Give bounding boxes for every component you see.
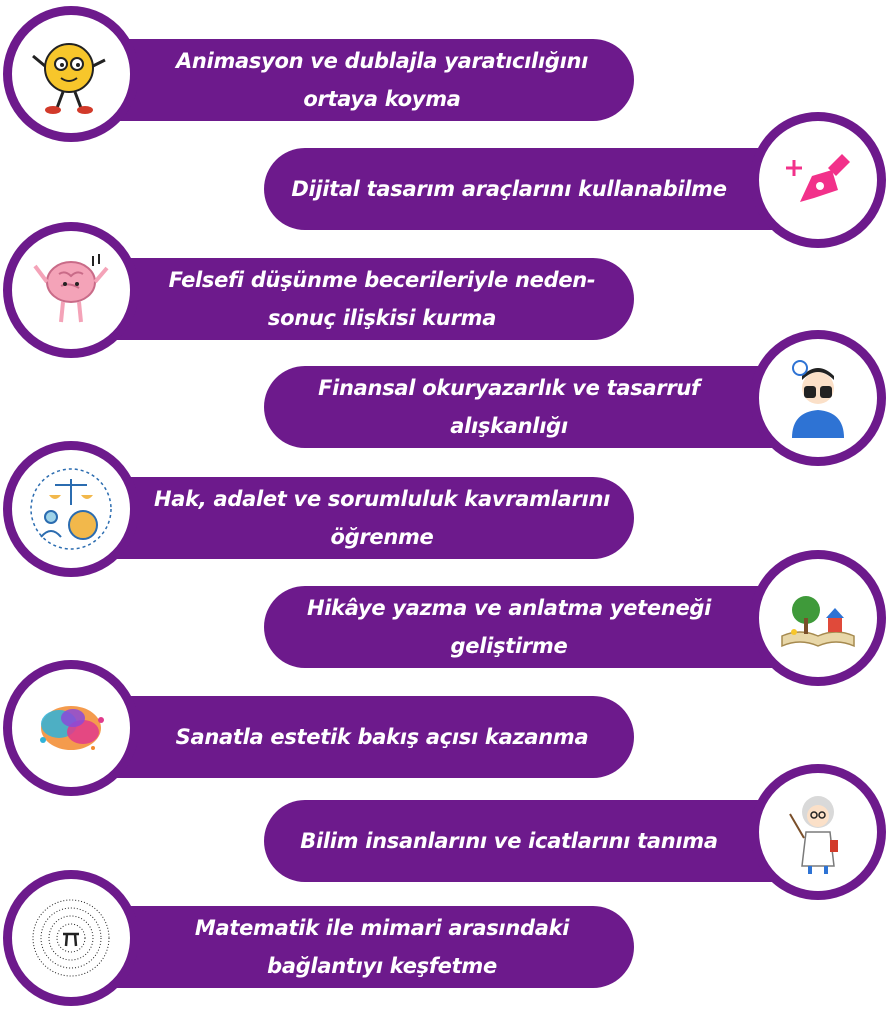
item-pill: Hak, adalet ve sorumluluk kavramlarını ö… (60, 477, 634, 559)
item-pill: Dijital tasarım araçlarını kullanabilme (264, 148, 824, 230)
item-icon-circle (750, 764, 886, 900)
storybook-icon (781, 596, 855, 648)
list-item: Finansal okuryazarlık ve tasarruf alışka… (0, 330, 893, 466)
item-icon-circle (750, 330, 886, 466)
item-text: Felsefi düşünme becerileriyle neden-sonu… (168, 268, 596, 330)
item-text: Sanatla estetik bakış açısı kazanma (175, 725, 589, 749)
list-item: Matematik ile mimari arasındaki bağlantı… (0, 870, 893, 1006)
scientist-icon (789, 796, 838, 874)
item-text: Animasyon ve dublajla yaratıcılığını ort… (175, 49, 589, 111)
pen-tool-icon (786, 154, 850, 202)
item-icon-circle (3, 870, 139, 1006)
item-pill: Felsefi düşünme becerileriyle neden-sonu… (60, 258, 634, 340)
item-text: Hak, adalet ve sorumluluk kavramlarını ö… (153, 487, 610, 549)
item-icon-circle (3, 441, 139, 577)
item-icon-circle (3, 222, 139, 358)
list-item: Felsefi düşünme becerileriyle neden-sonu… (0, 222, 893, 358)
item-text: Finansal okuryazarlık ve tasarruf alışka… (318, 376, 700, 438)
item-icon-circle (3, 660, 139, 796)
brain-character-icon (33, 254, 109, 323)
item-pill: Hikâye yazma ve anlatma yeteneği gelişti… (264, 586, 824, 668)
item-icon-circle (3, 6, 139, 142)
list-item: Dijital tasarım araçlarını kullanabilme (0, 112, 893, 248)
list-item: Sanatla estetik bakış açısı kazanma (0, 660, 893, 796)
justice-scale-icon (30, 468, 112, 550)
item-text: Dijital tasarım araçlarını kullanabilme (291, 177, 727, 201)
list-item: Hak, adalet ve sorumluluk kavramlarını ö… (0, 441, 893, 577)
item-pill: Bilim insanlarını ve icatlarını tanıma (264, 800, 824, 882)
paint-splash-icon (40, 706, 104, 750)
list-item: Animasyon ve dublajla yaratıcılığını ort… (0, 6, 893, 142)
item-pill: Animasyon ve dublajla yaratıcılığını ort… (60, 39, 634, 121)
item-text: Matematik ile mimari arasındaki bağlantı… (194, 916, 570, 978)
list-item: Hikâye yazma ve anlatma yeteneği gelişti… (0, 550, 893, 686)
item-icon-circle (750, 550, 886, 686)
pi-spiral-icon (32, 899, 110, 977)
cartoon-character-icon (32, 43, 106, 114)
item-icon-circle (750, 112, 886, 248)
item-text: Bilim insanlarını ve icatlarını tanıma (300, 829, 718, 853)
item-pill: Matematik ile mimari arasındaki bağlantı… (60, 906, 634, 988)
list-item: Bilim insanlarını ve icatlarını tanıma (0, 764, 893, 900)
item-pill: Sanatla estetik bakış açısı kazanma (60, 696, 634, 778)
binoculars-person-icon (792, 360, 844, 438)
item-pill: Finansal okuryazarlık ve tasarruf alışka… (264, 366, 824, 448)
item-text: Hikâye yazma ve anlatma yeteneği gelişti… (306, 596, 712, 658)
